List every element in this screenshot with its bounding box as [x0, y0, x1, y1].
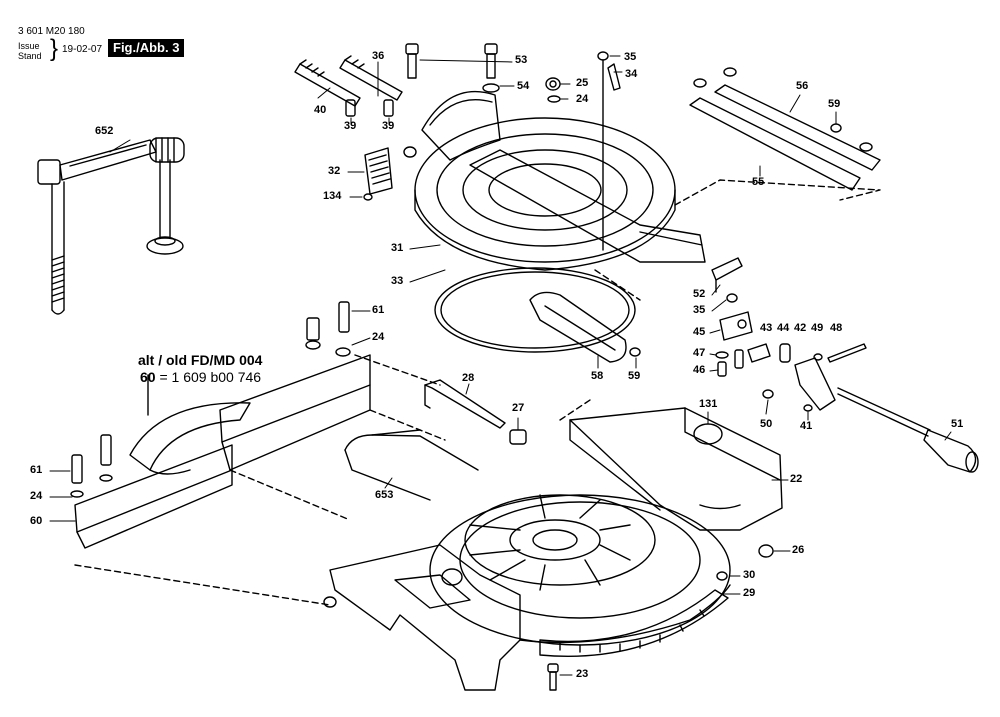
part-label-46: 46: [693, 364, 706, 376]
part-label-59: 59: [828, 98, 841, 110]
part-label-652: 652: [95, 125, 114, 137]
part-label-58: 58: [591, 370, 604, 382]
turntable-31: [403, 90, 706, 271]
part-label-36: 36: [372, 50, 385, 62]
part-label-47: 47: [693, 347, 706, 359]
lock-parts: [711, 257, 867, 412]
part-label-53: 53: [515, 54, 528, 66]
part-label-35: 35: [624, 51, 637, 63]
issue-date: 19-02-07: [62, 44, 103, 55]
scale-29: [539, 571, 729, 657]
part-label-28: 28: [462, 372, 475, 384]
part-label-23: 23: [576, 668, 589, 680]
part-label-42: 42: [794, 322, 807, 334]
rod-653: [344, 429, 479, 501]
wrench-28: [424, 379, 527, 445]
part-label-54: 54: [517, 80, 530, 92]
alt-old-key: 60: [140, 369, 156, 385]
part-label-60: 60: [30, 515, 43, 527]
part-label-24: 24: [576, 93, 589, 105]
base-22: [323, 407, 783, 691]
screw-23: [547, 663, 559, 691]
part-label-29: 29: [743, 587, 756, 599]
part-label-27: 27: [512, 402, 525, 414]
part-label-31: 31: [391, 242, 404, 254]
part-label-40: 40: [314, 104, 327, 116]
alt-old-note: alt / old FD/MD 004: [138, 352, 263, 368]
issue-label: Issue: [18, 41, 40, 51]
part-label-33: 33: [391, 275, 404, 287]
part-label-30: 30: [743, 569, 756, 581]
part-label-39: 39: [344, 120, 357, 132]
ring-33: [434, 267, 636, 353]
part-label-49: 49: [811, 322, 824, 334]
bars-55-56: [689, 67, 881, 191]
part-label-22: 22: [790, 473, 803, 485]
part-label-56: 56: [796, 80, 809, 92]
handle-51: [837, 387, 979, 473]
part-label-45: 45: [693, 326, 706, 338]
scale-32: [363, 147, 393, 201]
part-label-51: 51: [951, 418, 964, 430]
figure-label: Fig./Abb. 3: [108, 39, 185, 57]
dash-55: [674, 179, 881, 206]
part-label-32: 32: [328, 165, 341, 177]
part-label-25: 25: [576, 77, 589, 89]
part-label-61b: 61: [30, 464, 43, 476]
part-label-52: 52: [693, 288, 706, 300]
part-label-50: 50: [760, 418, 773, 430]
stand-label: Stand: [18, 51, 42, 61]
alt-old-number: = 1 609 b00 746: [155, 369, 262, 385]
clamp-652: [37, 137, 185, 315]
part-label-55: 55: [752, 176, 765, 188]
part-label-48: 48: [830, 322, 843, 334]
issue-stand-label: Issue Stand: [18, 41, 42, 61]
fence-left-60: [70, 301, 371, 549]
part-label-41: 41: [800, 420, 813, 432]
rods-40-36: [294, 55, 403, 117]
part-label-134: 134: [323, 190, 342, 202]
insert-58: [529, 291, 641, 363]
document-number: 3 601 M20 180: [18, 26, 85, 37]
part-label-39b: 39: [382, 120, 395, 132]
part-label-34: 34: [625, 68, 638, 80]
brace: }: [50, 35, 59, 62]
part-label-35b: 35: [693, 304, 706, 316]
centerlines: [74, 269, 641, 606]
part-label-24b: 24: [372, 331, 385, 343]
part-label-59b: 59: [628, 370, 641, 382]
leaders: [49, 55, 952, 676]
part-label-26: 26: [792, 544, 805, 556]
part-label-131: 131: [699, 398, 718, 410]
part-label-24c: 24: [30, 490, 43, 502]
part-label-44: 44: [777, 322, 790, 334]
part-label-61: 61: [372, 304, 385, 316]
alt-old-value: 60 = 1 609 b00 746: [140, 369, 261, 385]
part-label-43: 43: [760, 322, 773, 334]
part-label-653: 653: [375, 489, 394, 501]
